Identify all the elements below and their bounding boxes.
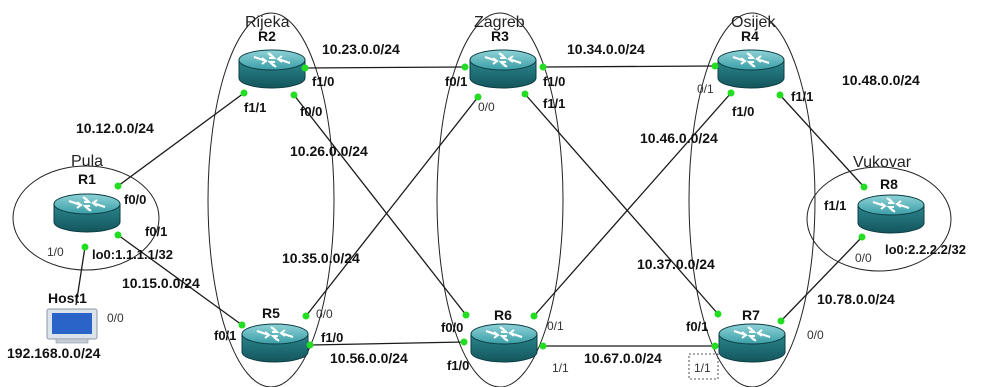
network-label-10-78: 10.78.0.0/24 bbox=[817, 291, 895, 307]
router-label-r1: R1 bbox=[78, 171, 96, 187]
iface-r1-f00: f0/0 bbox=[124, 192, 146, 207]
link-r1-r2 bbox=[117, 92, 245, 187]
network-label-10-35: 10.35.0.0/24 bbox=[282, 250, 360, 266]
iface-r8-lo: lo0:2.2.2.2/32 bbox=[885, 242, 966, 257]
zone-vukovar bbox=[806, 166, 952, 272]
link-r3-r7 bbox=[524, 93, 719, 315]
iface-r7-11-box bbox=[688, 353, 719, 380]
router-r5[interactable] bbox=[241, 323, 309, 363]
link-r3-r4 bbox=[542, 65, 716, 68]
iface-r1-f01: f0/1 bbox=[145, 224, 167, 239]
link-r5-r6 bbox=[309, 341, 465, 346]
zone-label-zagreb: Zagreb bbox=[474, 14, 525, 31]
link-r2-r3 bbox=[304, 66, 466, 69]
router-label-r2: R2 bbox=[258, 28, 276, 44]
router-r3[interactable] bbox=[469, 49, 537, 89]
zone-pula bbox=[12, 165, 160, 271]
network-label-10-48: 10.48.0.0/24 bbox=[842, 72, 920, 88]
network-label-10-67: 10.67.0.0/24 bbox=[584, 350, 662, 366]
link-r1-r5 bbox=[117, 234, 243, 326]
iface-r7-f01: f0/1 bbox=[686, 319, 708, 334]
link-r1-host bbox=[75, 246, 86, 306]
links bbox=[75, 65, 865, 347]
zone-label-osijek: Osijek bbox=[731, 14, 776, 31]
iface-r3-f10: f1/0 bbox=[543, 74, 565, 89]
zone-label-vukovar: Vukovar bbox=[853, 154, 912, 171]
host-subnet-label: 192.168.0.0/24 bbox=[7, 345, 101, 361]
link-r8-r7 bbox=[780, 236, 863, 322]
iface-r7-00: 0/0 bbox=[807, 328, 824, 342]
iface-r6-f00: f0/0 bbox=[441, 320, 463, 335]
network-label-10-56: 10.56.0.0/24 bbox=[330, 350, 408, 366]
zone-label-rijeka: Rijeka bbox=[245, 14, 290, 31]
router-label-r8: R8 bbox=[880, 176, 898, 192]
router-r4[interactable] bbox=[717, 49, 785, 89]
zone-zagreb bbox=[436, 12, 564, 387]
iface-r4-f11: f1/1 bbox=[791, 89, 813, 104]
router-r1[interactable] bbox=[53, 193, 121, 233]
network-label-10-12: 10.12.0.0/24 bbox=[76, 120, 154, 136]
network-label-10-15: 10.15.0.0/24 bbox=[122, 275, 200, 291]
iface-host-00: 0/0 bbox=[107, 311, 124, 325]
router-label-r7: R7 bbox=[742, 307, 760, 323]
iface-r2-f00: f0/0 bbox=[300, 104, 322, 119]
zone-label-pula: Pula bbox=[71, 153, 103, 170]
router-r2[interactable] bbox=[238, 49, 306, 89]
iface-r4-01: 0/1 bbox=[697, 82, 714, 96]
link-r4-r8 bbox=[779, 94, 865, 188]
iface-r5-f01: f0/1 bbox=[214, 328, 236, 343]
iface-r8-00: 0/0 bbox=[855, 251, 872, 265]
router-label-r3: R3 bbox=[491, 28, 509, 44]
iface-r6-01: 0/1 bbox=[547, 319, 564, 333]
link-r4-r6 bbox=[533, 92, 732, 317]
zone-osijek bbox=[688, 12, 816, 387]
iface-r7-11: 1/1 bbox=[694, 361, 711, 375]
router-r8[interactable] bbox=[857, 194, 925, 234]
iface-r2-f11: f1/1 bbox=[244, 100, 266, 115]
iface-r2-f10: f1/0 bbox=[312, 74, 334, 89]
iface-r4-f10: f1/0 bbox=[732, 104, 754, 119]
iface-r6-f10: f1/0 bbox=[447, 358, 469, 373]
iface-r6-11: 1/1 bbox=[552, 361, 569, 375]
router-label-r5: R5 bbox=[262, 305, 280, 321]
iface-r3-f11: f1/1 bbox=[543, 96, 565, 111]
iface-r3-f01: f0/1 bbox=[445, 74, 467, 89]
iface-r5-f10: f1/0 bbox=[321, 330, 343, 345]
host-label: Host1 bbox=[48, 290, 87, 306]
link-r2-r6 bbox=[293, 94, 467, 316]
iface-r1-10: 1/0 bbox=[47, 245, 64, 259]
network-label-10-34: 10.34.0.0/24 bbox=[567, 41, 645, 57]
host1-computer-icon[interactable] bbox=[46, 308, 98, 344]
iface-r8-f11: f1/1 bbox=[824, 198, 846, 213]
network-label-10-46: 10.46.0.0/24 bbox=[640, 130, 718, 146]
link-r3-r5 bbox=[305, 96, 479, 317]
network-label-10-23: 10.23.0.0/24 bbox=[322, 41, 400, 57]
network-label-10-37: 10.37.0.0/24 bbox=[637, 256, 715, 272]
iface-r5-00: 0/0 bbox=[316, 307, 333, 321]
port-markers bbox=[81, 62, 868, 350]
zone-rijeka bbox=[207, 12, 335, 387]
iface-r3-00: 0/0 bbox=[478, 100, 495, 114]
router-r6[interactable] bbox=[470, 323, 538, 363]
router-label-r4: R4 bbox=[741, 28, 759, 44]
network-label-10-26: 10.26.0.0/24 bbox=[290, 143, 368, 159]
router-r7[interactable] bbox=[718, 323, 786, 363]
router-label-r6: R6 bbox=[494, 307, 512, 323]
iface-r1-lo: lo0:1.1.1.1/32 bbox=[92, 247, 173, 262]
